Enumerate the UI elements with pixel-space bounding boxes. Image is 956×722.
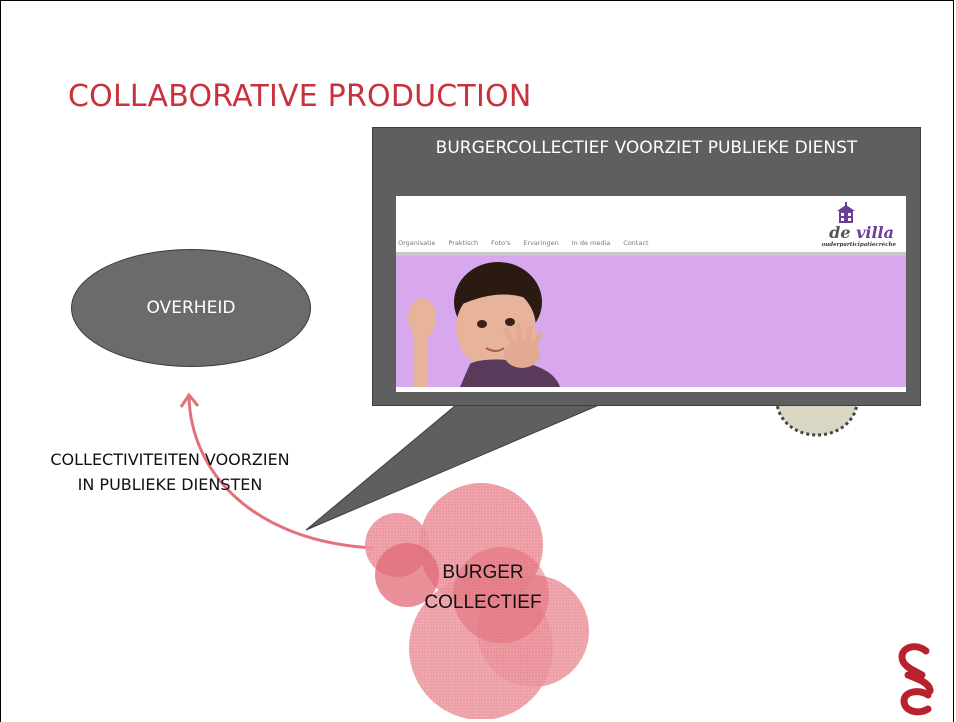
arrow-head	[179, 392, 200, 408]
overheid-ellipse: OVERHEID	[71, 249, 311, 367]
nav-item-fotos[interactable]: Foto's	[491, 239, 511, 247]
overheid-label: OVERHEID	[146, 298, 236, 318]
website-footer-strip	[396, 387, 906, 392]
slide-title: COLLABORATIVE PRODUCTION	[68, 79, 532, 114]
burger-label-line2: COLLECTIEF	[424, 592, 542, 613]
nav-item-in-de-media[interactable]: In de media	[571, 239, 611, 247]
nav-item-praktisch[interactable]: Praktisch	[448, 239, 479, 247]
brand-logo-icon	[898, 643, 934, 716]
website-screenshot: Organisatie Praktisch Foto's Ervaringen …	[396, 196, 906, 392]
logo-text-villa: villa	[856, 223, 894, 242]
curved-arrow	[187, 396, 374, 550]
nav-item-ervaringen[interactable]: Ervaringen	[523, 239, 559, 247]
nav-item-organisatie[interactable]: Organisatie	[398, 239, 436, 247]
logo-subtitle: ouderparticipatiecrèche	[821, 242, 896, 248]
logo-text-de: de	[829, 223, 851, 242]
website-header: Organisatie Praktisch Foto's Ervaringen …	[396, 196, 906, 252]
house-icon	[837, 202, 855, 223]
child-photo	[408, 262, 560, 387]
de-villa-logo[interactable]: de villa ouderparticipatiecrèche	[778, 202, 898, 250]
callout-box: BURGERCOLLECTIEF VOORZIET PUBLIEKE DIENS…	[372, 127, 921, 406]
callout-title: BURGERCOLLECTIEF VOORZIET PUBLIEKE DIENS…	[435, 138, 858, 158]
nav-item-contact[interactable]: Contact	[623, 239, 649, 247]
header-rule	[396, 252, 906, 256]
edge-decoration	[953, 31, 954, 151]
logo-text: de villa	[829, 223, 894, 242]
burger-collectief-cloud	[365, 483, 589, 719]
collectiviteiten-label: COLLECTIVITEITEN VOORZIEN IN PUBLIEKE DI…	[50, 450, 290, 494]
website-nav: Organisatie Praktisch Foto's Ervaringen …	[398, 239, 649, 247]
burger-collectief-label: BURGER COLLECTIEF	[413, 558, 553, 618]
burger-label-line1: BURGER	[442, 562, 524, 583]
